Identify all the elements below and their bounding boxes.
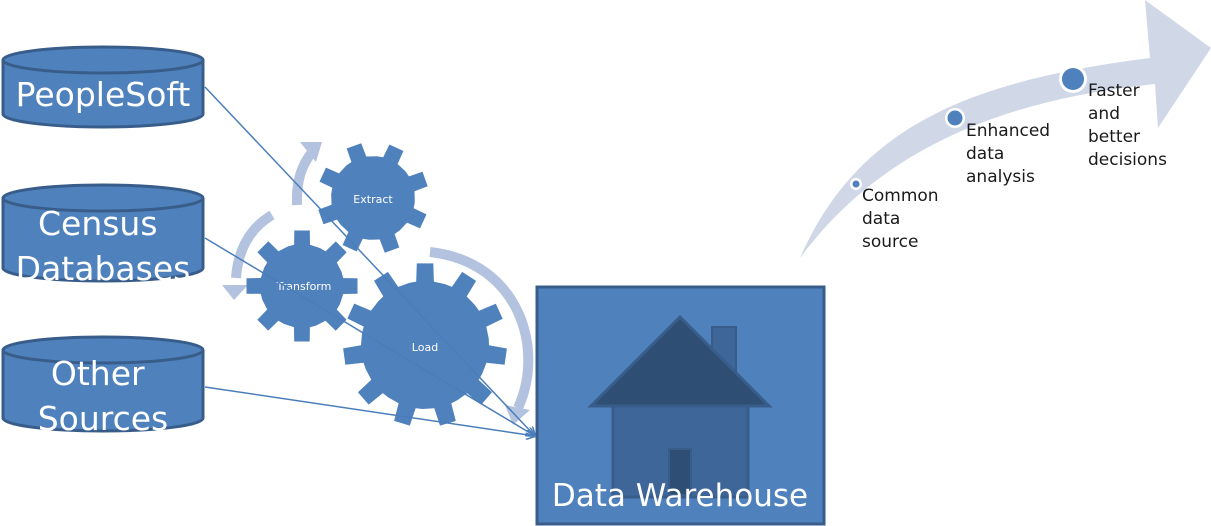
cycle-arrow-down-head [222,285,248,300]
cycle-arrow-up-head [300,142,322,162]
cylinder-top [1,45,205,75]
connector-census [204,237,535,436]
benefit-faster-line: and [1088,104,1120,124]
benefit-common-line: Common [862,186,939,206]
benefit-faster-line: decisions [1088,150,1167,170]
source-other-line: Sources [38,399,169,438]
growth-arrow-shape [800,0,1211,258]
data-warehouse: Data Warehouse [535,285,826,526]
benefit-dot-faster [1062,68,1084,90]
gears [246,143,507,426]
benefit-faster-line: Faster [1088,81,1140,101]
benefit-dot-enhanced [947,110,963,126]
benefit-enhanced-line: Enhanced [966,121,1050,141]
gear-transform-label: Transform [276,280,332,293]
gear-transform [246,230,358,342]
warehouse-label: Data Warehouse [552,478,808,514]
benefit-enhanced-label: Enhanced data analysis [966,121,1056,187]
cylinder-body [1,350,205,433]
house-roof [587,314,773,408]
benefit-common-label: Common data source [862,186,944,252]
source-other-line: Other [51,354,145,393]
cycle-arrow-load [429,247,534,411]
connectors [204,86,535,436]
source-census-line: Databases [16,249,191,288]
house-icon [587,314,773,499]
benefit-common-line: source [862,232,918,252]
benefit-enhanced-line: data [966,144,1004,164]
source-census: Census Databases [1,183,205,288]
gear-load-label: Load [412,341,438,354]
gear-extract-label: Extract [353,193,393,206]
source-census-line: Census [38,204,158,243]
cycle-arrow-up [291,148,317,206]
cycle-arrow-down [231,210,275,279]
source-peoplesoft: PeopleSoft [1,45,205,129]
benefit-enhanced-line: analysis [966,167,1035,187]
cylinder-top [1,183,205,213]
source-census-label: Census Databases [16,204,191,288]
cylinder-body [1,198,205,283]
connector-other [204,386,535,436]
benefit-faster-line: better [1088,127,1140,147]
gear-extract [318,143,428,253]
cylinder-top [1,335,205,365]
benefit-faster-label: Faster and better decisions [1088,81,1167,170]
gear-load [343,263,507,426]
benefit-dot-common [852,180,860,188]
source-other: Other Sources [1,335,205,438]
growth-arrow: Common data source Enhanced data analysi… [800,0,1211,258]
connector-peoplesoft [204,86,535,436]
source-other-label: Other Sources [38,354,169,438]
benefit-common-line: data [862,209,900,229]
source-peoplesoft-label: PeopleSoft [16,75,191,114]
house-door [668,448,692,496]
cylinder-body [1,60,205,129]
